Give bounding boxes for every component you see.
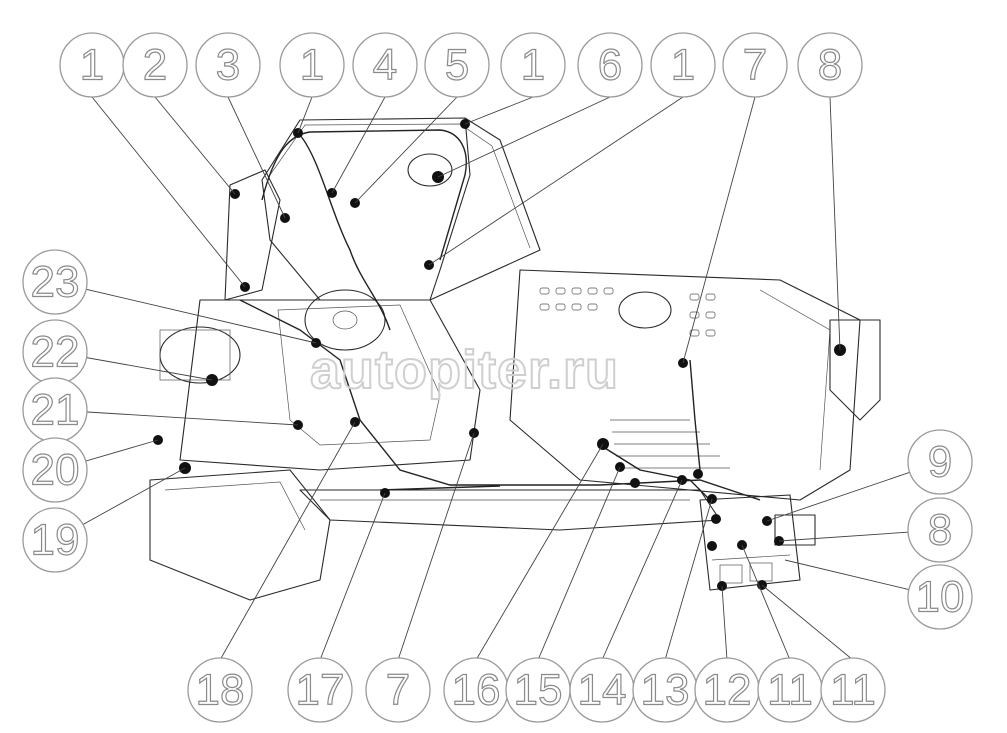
callout-3: 3: [195, 32, 261, 98]
callout-label: 1: [521, 41, 545, 90]
callout-17: 17: [287, 657, 353, 723]
callout-11: 11: [820, 657, 886, 723]
callout-11: 11: [757, 657, 823, 723]
callout-1: 1: [59, 32, 125, 98]
callout-18: 18: [187, 657, 253, 723]
callout-label: 1: [300, 41, 324, 90]
callout-label: 19: [31, 516, 80, 565]
left-callouts: 23 22 21 20 19: [22, 249, 88, 573]
callout-8: 8: [797, 32, 863, 98]
callout-label: 22: [31, 328, 80, 377]
callout-label: 15: [514, 666, 563, 715]
callout-label: 5: [445, 41, 469, 90]
callout-label: 20: [31, 446, 80, 495]
callout-label: 1: [80, 41, 104, 90]
right-callouts: 9 8 10: [907, 429, 973, 630]
callout-label: 7: [386, 666, 410, 715]
callout-label: 6: [598, 41, 622, 90]
callout-1: 1: [500, 32, 566, 98]
callout-16: 16: [443, 657, 509, 723]
connection-points: [153, 119, 846, 591]
callout-label: 9: [928, 438, 952, 487]
callout-15: 15: [505, 657, 571, 723]
callout-label: 11: [767, 666, 813, 715]
callout-label: 16: [452, 666, 501, 715]
callout-2: 2: [122, 32, 188, 98]
callout-14: 14: [569, 657, 635, 723]
callout-label: 1: [671, 41, 695, 90]
callout-label: 3: [216, 41, 240, 90]
callout-20: 20: [22, 437, 88, 503]
callout-22: 22: [22, 319, 88, 385]
callout-label: 8: [818, 41, 842, 90]
callout-label: 17: [296, 666, 345, 715]
callout-label: 21: [31, 386, 80, 435]
callout-label: 2: [143, 41, 167, 90]
callout-label: 11: [830, 666, 876, 715]
callout-12: 12: [694, 657, 760, 723]
callout-5: 5: [424, 32, 490, 98]
watermark: autopiter.ru: [310, 340, 619, 400]
callout-7: 7: [722, 32, 788, 98]
callout-7: 7: [365, 657, 431, 723]
callout-10: 10: [907, 564, 973, 630]
callout-label: 10: [916, 573, 965, 622]
callout-8: 8: [907, 497, 973, 563]
callout-4: 4: [352, 32, 418, 98]
cab-and-chassis-drawing: [149, 117, 881, 601]
callout-13: 13: [632, 657, 698, 723]
callout-label: 18: [196, 666, 245, 715]
callout-19: 19: [22, 507, 88, 573]
wiring-harness: [239, 129, 761, 501]
callout-label: 12: [703, 666, 752, 715]
callout-9: 9: [907, 429, 973, 495]
bottom-callouts: 18 17 7 16 15 14 13 12 11 11: [187, 657, 886, 723]
callout-label: 8: [928, 506, 952, 555]
callout-label: 23: [31, 258, 80, 307]
callout-1: 1: [650, 32, 716, 98]
callout-6: 6: [577, 32, 643, 98]
callout-21: 21: [22, 377, 88, 443]
callout-label: 4: [373, 41, 397, 90]
callout-label: 13: [641, 666, 690, 715]
callout-23: 23: [22, 249, 88, 315]
top-callouts: 1 2 3 1 4 5 1 6 1 7 8: [59, 32, 863, 98]
callout-1: 1: [279, 32, 345, 98]
callout-label: 7: [743, 41, 767, 90]
callout-label: 14: [578, 666, 627, 715]
